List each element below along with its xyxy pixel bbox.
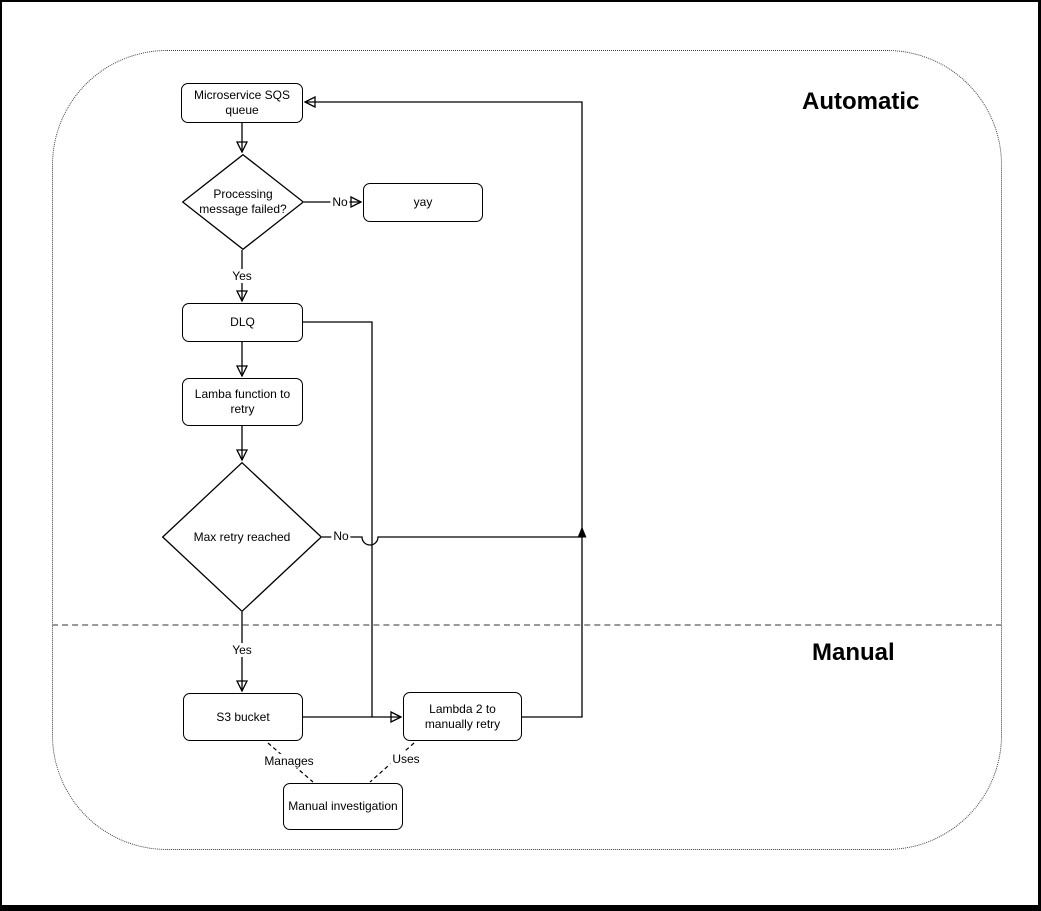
- diamond-shape: [182, 154, 304, 250]
- node-label: DLQ: [230, 315, 255, 329]
- connector-lambda2-to-sqs[interactable]: [305, 102, 583, 718]
- node-yay[interactable]: yay: [363, 183, 483, 222]
- node-label: Processing message failed?: [199, 187, 287, 216]
- zone-label-automatic: Automatic: [802, 88, 920, 115]
- decision-max-retry-reached[interactable]: Max retry reached: [162, 462, 322, 612]
- node-label: Manual investigation: [288, 799, 398, 813]
- node-lambda2-manually-retry[interactable]: Lambda 2 to manually retry: [403, 692, 522, 741]
- node-manual-investigation[interactable]: Manual investigation: [283, 783, 403, 830]
- node-label: Microservice SQS queue: [193, 88, 291, 117]
- node-microservice-sqs-queue[interactable]: Microservice SQS queue: [181, 83, 303, 123]
- edge-label-uses: Uses: [390, 752, 422, 766]
- zone-label-manual: Manual: [812, 639, 895, 666]
- decision-processing-message-failed[interactable]: Processing message failed?: [182, 154, 304, 250]
- edge-label-yes: Yes: [230, 269, 254, 283]
- node-label: Lamba function to retry: [194, 387, 291, 416]
- connector-dlq-to-lambda2[interactable]: [303, 321, 373, 717]
- node-dlq[interactable]: DLQ: [182, 303, 303, 342]
- node-label: S3 bucket: [216, 709, 270, 724]
- edge-label-no: No: [330, 195, 350, 209]
- node-label: Lambda 2 to manually retry: [424, 701, 501, 731]
- edge-label-no: No: [331, 529, 351, 543]
- edge-label-manages: Manages: [262, 754, 316, 768]
- diamond-shape: [162, 462, 322, 612]
- node-lamba-function-to-retry[interactable]: Lamba function to retry: [182, 378, 303, 426]
- zone-boundary-container: [52, 50, 1002, 850]
- edge-label-yes: Yes: [230, 643, 254, 657]
- node-label: yay: [413, 195, 433, 209]
- node-s3-bucket[interactable]: S3 bucket: [183, 693, 303, 741]
- connector-decision2-no-to-return-line[interactable]: [322, 536, 582, 546]
- node-label: Max retry reached: [193, 529, 291, 544]
- automatic-manual-divider: [52, 624, 1002, 626]
